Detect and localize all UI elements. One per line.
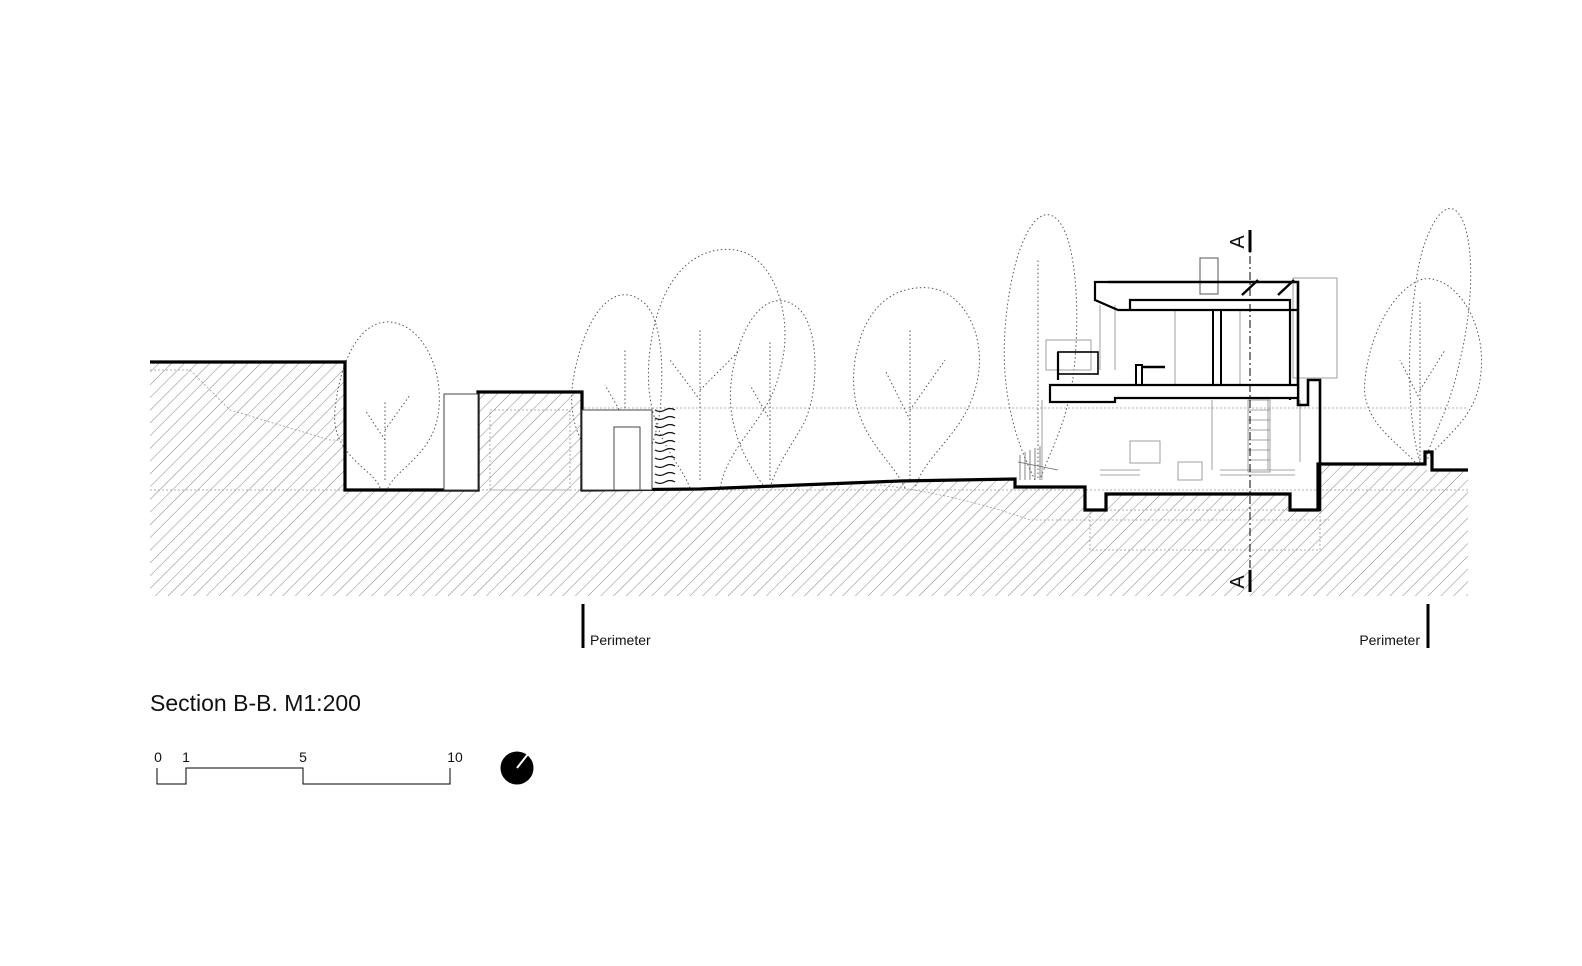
scale-tick-10: 10 xyxy=(447,749,463,765)
tree-6 xyxy=(1003,214,1078,481)
section-line-a: A A xyxy=(1227,230,1252,592)
house-section xyxy=(1017,257,1338,512)
tree-7 xyxy=(1364,278,1482,463)
north-arrow-icon xyxy=(500,751,534,785)
scale-bar: 0 1 5 10 xyxy=(154,749,463,785)
stone-wall xyxy=(654,407,676,485)
perimeter-label-left: Perimeter xyxy=(590,632,651,648)
scale-tick-1: 1 xyxy=(182,749,190,765)
section-mark-top: A xyxy=(1227,235,1249,249)
tree-8 xyxy=(1409,207,1472,463)
tree-5 xyxy=(853,287,980,489)
scale-tick-0: 0 xyxy=(154,749,162,765)
perimeter-markers: Perimeter Perimeter xyxy=(581,604,1430,648)
drawing-title: Section B-B. M1:200 xyxy=(150,690,361,716)
scale-tick-5: 5 xyxy=(299,749,307,765)
tree-4 xyxy=(730,300,816,489)
tree-2 xyxy=(571,294,663,489)
tree-3 xyxy=(648,248,786,489)
section-mark-bottom: A xyxy=(1227,575,1249,589)
tree-1 xyxy=(334,321,440,489)
gate-structure xyxy=(443,393,653,491)
perimeter-label-right: Perimeter xyxy=(1359,632,1420,648)
